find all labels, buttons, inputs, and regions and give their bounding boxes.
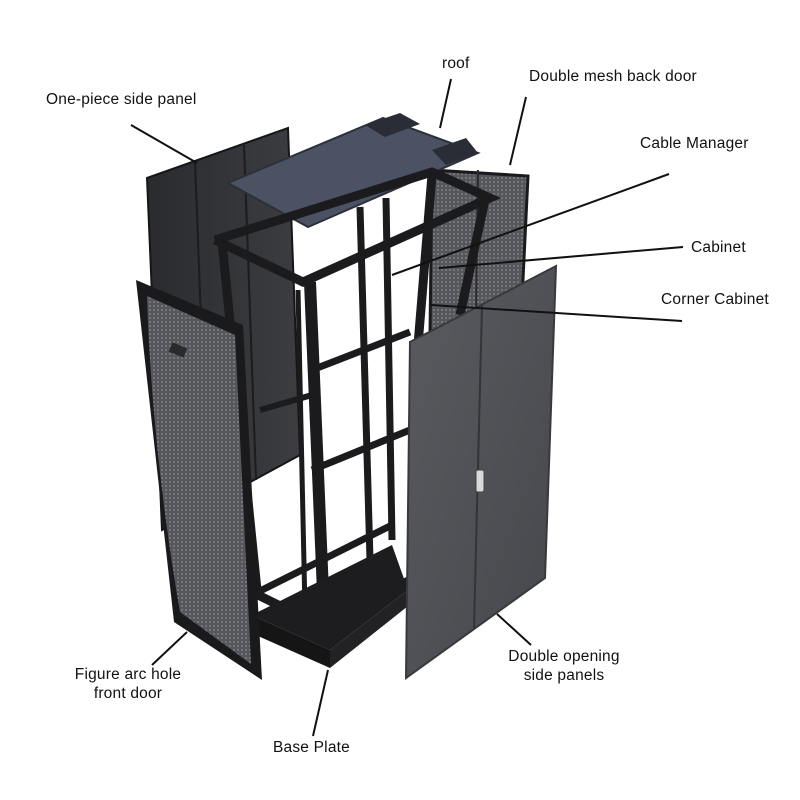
- label-base-plate: Base Plate: [273, 739, 350, 756]
- label-front-door-line2: front door: [93, 685, 163, 702]
- label-cable-manager: Cable Manager: [640, 135, 749, 152]
- leader-side-panel: [130, 124, 198, 164]
- figure-arc-hole-front-door: [136, 280, 262, 680]
- label-side-panels: Double opening side panels: [488, 647, 640, 685]
- leader-lines: [130, 78, 684, 737]
- leader-base-plate: [312, 669, 329, 737]
- label-front-door-line1: Figure arc hole: [74, 666, 182, 683]
- double-opening-side-panels: [404, 264, 558, 680]
- base-plate: [258, 545, 408, 668]
- leader-cabinet: [438, 246, 684, 269]
- label-cabinet: Cabinet: [691, 239, 746, 256]
- roof: [225, 113, 481, 229]
- label-roof: roof: [442, 55, 470, 72]
- leader-side-panels: [496, 613, 532, 646]
- leader-back-door: [509, 96, 527, 166]
- label-side-panel: One-piece side panel: [46, 91, 197, 108]
- label-back-door: Double mesh back door: [529, 68, 697, 85]
- leader-corner-cabinet: [430, 304, 683, 322]
- label-corner-cabinet: Corner Cabinet: [661, 291, 769, 308]
- leader-front-door: [151, 631, 188, 666]
- label-side-panels-line2: side panels: [523, 667, 605, 684]
- leader-roof: [439, 78, 452, 129]
- leader-cable-manager: [391, 173, 670, 276]
- label-side-panels-line1: Double opening: [508, 648, 620, 665]
- label-front-door: Figure arc hole front door: [52, 665, 204, 703]
